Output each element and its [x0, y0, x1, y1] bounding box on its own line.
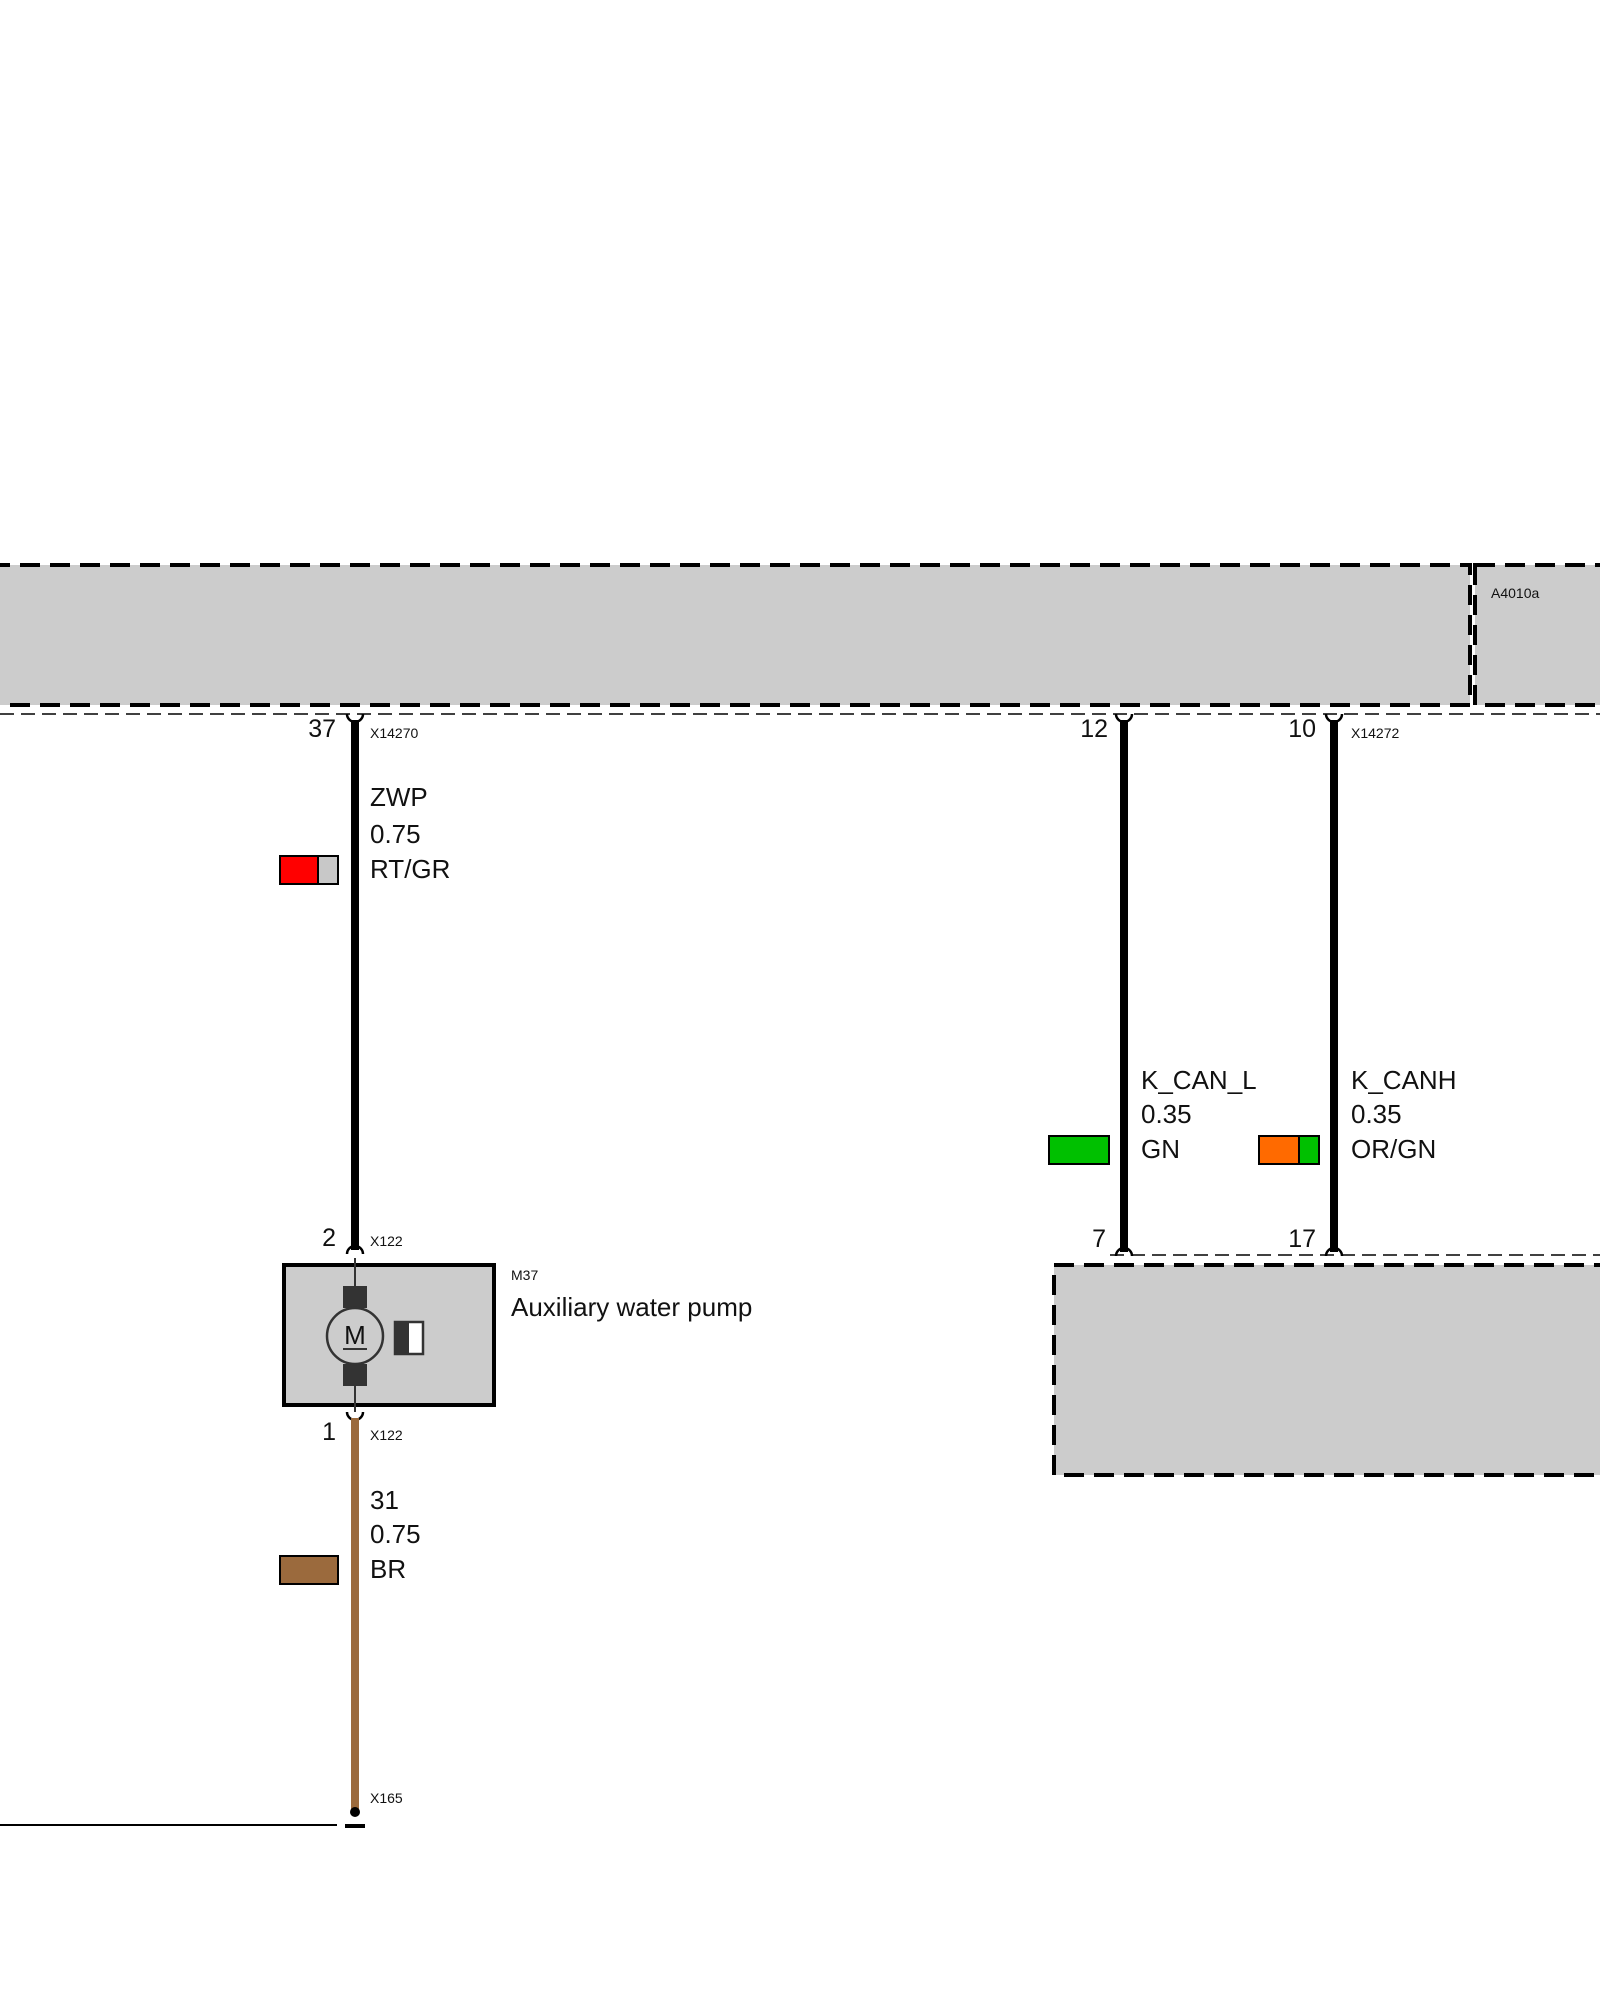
connector-pin-icon: [1324, 1246, 1344, 1257]
pin-top: 12: [1080, 715, 1108, 743]
connector-top: X14270: [370, 725, 418, 741]
ground-point-icon: [0, 1807, 365, 1828]
pin-top: 1: [322, 1418, 336, 1446]
wire-size: 0.75: [370, 819, 421, 849]
wire-size: 0.75: [370, 1519, 421, 1549]
wire-size: 0.35: [1141, 1099, 1192, 1129]
pin-top: 10: [1288, 715, 1316, 743]
color-swatch: [279, 1555, 339, 1585]
pin-bottom: 7: [1092, 1225, 1106, 1253]
pin-top: 37: [308, 715, 336, 743]
wire-signal: ZWP: [370, 782, 428, 812]
component-name: Auxiliary water pump: [511, 1292, 752, 1322]
color-swatch: [279, 855, 339, 885]
wire-signal: K_CAN_L: [1141, 1065, 1257, 1095]
pin-bottom: 2: [322, 1224, 336, 1252]
motor-symbol: M: [344, 1320, 366, 1350]
component-id: M37: [511, 1267, 538, 1283]
color-swatch: [1258, 1135, 1320, 1165]
wire-k-canh: 10 X14272 K_CANH 0.35 OR/GN 17: [1258, 713, 1456, 1257]
wire-color-code: BR: [370, 1554, 406, 1584]
connector-pin-icon: [345, 1244, 365, 1255]
wire-signal: 31: [370, 1485, 399, 1515]
wire-color-code: OR/GN: [1351, 1134, 1436, 1164]
wire-size: 0.35: [1351, 1099, 1402, 1129]
pin-bottom: 17: [1288, 1225, 1316, 1253]
component-m37: M M37 Auxiliary water pump: [282, 1258, 752, 1412]
module-bottom: [1052, 1254, 1600, 1477]
wire-k-can-l: 12 K_CAN_L 0.35 GN 7: [1048, 713, 1257, 1257]
connector-pin-icon: [1114, 1246, 1134, 1257]
connector-top: X14272: [1351, 725, 1399, 741]
wire-color-code: GN: [1141, 1134, 1180, 1164]
connector-pin-icon: [345, 713, 365, 724]
wire-zwp: 37 X14270 ZWP 0.75 RT/GR 2 X122: [279, 713, 450, 1255]
color-swatch: [1048, 1135, 1110, 1165]
motor-icon: M: [325, 1258, 425, 1412]
wire-signal: K_CANH: [1351, 1065, 1456, 1095]
connector-bottom: X122: [370, 1233, 403, 1249]
module-a4010a: A4010a: [0, 563, 1600, 715]
module-label: A4010a: [1491, 585, 1539, 601]
wire-31: 1 X122 31 0.75 BR X165: [279, 1411, 421, 1812]
connector-top: X122: [370, 1427, 403, 1443]
wire-color-code: RT/GR: [370, 854, 450, 884]
connector-bottom: X165: [370, 1790, 403, 1806]
